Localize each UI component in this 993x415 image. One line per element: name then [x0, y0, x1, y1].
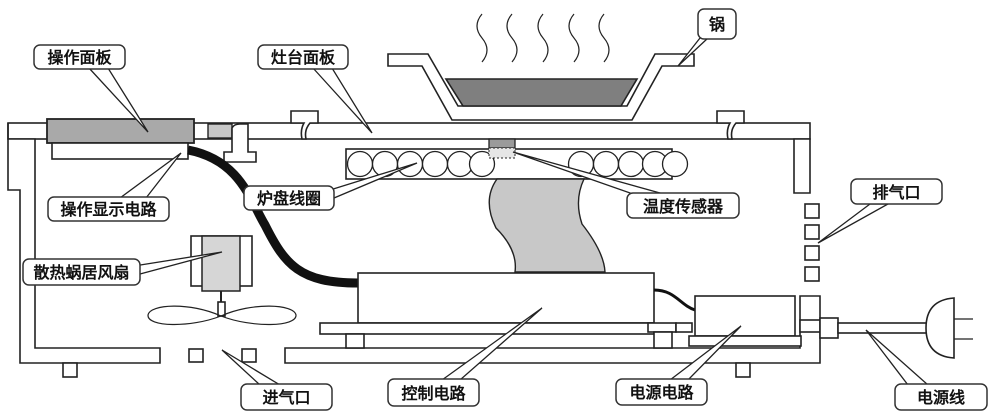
vent-slot: [804, 203, 820, 219]
steam-lines: [476, 13, 610, 63]
cord-bushing: [799, 319, 821, 333]
vent-slot: [241, 348, 257, 363]
steam-line: [598, 13, 610, 63]
label-operation-panel-text: 操作面板: [47, 48, 112, 67]
label-temp-sensor: 温度传感器: [626, 192, 740, 219]
label-operation-panel: 操作面板: [33, 44, 126, 70]
coil-winding: [396, 150, 424, 178]
label-exhaust: 排气口: [850, 178, 943, 205]
label-stove-panel: 灶台面板: [257, 44, 349, 70]
left-wall: [7, 123, 161, 364]
plug: [925, 297, 955, 359]
intake-vents: [188, 348, 257, 363]
power-board-base: [688, 335, 802, 347]
label-power-circuit: 电源电路: [615, 378, 708, 406]
temperature-sensor-probe: [488, 147, 516, 159]
steam-line: [568, 13, 580, 63]
leader-exhaust: [817, 203, 891, 244]
label-display-circuit-text: 操作显示电路: [60, 200, 157, 219]
ribbon-cable: [187, 145, 359, 288]
label-temp-sensor-text: 温度传感器: [642, 197, 724, 216]
control-board-base: [319, 322, 655, 335]
foot: [62, 362, 78, 378]
coil-winding: [661, 150, 689, 178]
label-control-circuit-text: 控制电路: [401, 384, 466, 403]
label-power-circuit-text: 电源电路: [629, 383, 694, 402]
panel-clip: [290, 110, 319, 140]
heatsink: [488, 178, 606, 273]
temperature-sensor: [488, 138, 516, 149]
bottom-plate: [284, 295, 821, 364]
label-pot: 锅: [697, 8, 737, 40]
fan-motor: [201, 235, 241, 292]
vent-slot: [188, 348, 204, 363]
coil-winding: [468, 150, 496, 178]
label-fan: 散热蜗居风扇: [22, 258, 141, 286]
label-power-cord-text: 电源线: [917, 388, 965, 407]
foot: [735, 362, 751, 378]
label-fan-text: 散热蜗居风扇: [33, 263, 129, 282]
label-coil-text: 炉盘线圈: [257, 189, 321, 208]
fan-blade: [147, 305, 223, 326]
coil-winding: [421, 150, 449, 178]
coil-winding: [592, 150, 620, 178]
standoff: [675, 322, 693, 333]
exhaust-vents: [804, 203, 820, 282]
label-control-circuit: 控制电路: [387, 378, 480, 407]
standoff: [653, 331, 673, 349]
coil-winding: [446, 150, 474, 178]
coil-winding: [617, 150, 645, 178]
operation-panel: [46, 118, 195, 144]
vent-slot: [804, 224, 820, 240]
standoff: [647, 322, 677, 333]
pot-contents: [444, 78, 639, 107]
label-power-cord: 电源线: [894, 383, 988, 411]
label-exhaust-text: 排气口: [872, 183, 920, 202]
steam-line: [476, 13, 488, 63]
fan-blade: [219, 305, 297, 326]
label-intake-text: 进气口: [262, 388, 310, 407]
power-circuit-board: [694, 295, 796, 337]
fan-hub: [217, 301, 226, 317]
label-stove-panel-text: 灶台面板: [271, 48, 336, 67]
vent-slot: [804, 245, 820, 261]
cooling-fan: [147, 235, 297, 326]
steam-line: [537, 13, 549, 63]
display-circuit-board: [51, 142, 189, 160]
pot: [387, 53, 695, 121]
standoff: [345, 333, 365, 349]
panel-clip: [716, 110, 745, 140]
panel-insert: [207, 123, 233, 139]
label-display-circuit: 操作显示电路: [47, 196, 170, 222]
cord-grommet: [819, 317, 839, 339]
vent-slot: [804, 266, 820, 282]
power-wire: [653, 288, 696, 312]
steam-line: [506, 13, 518, 63]
label-intake: 进气口: [240, 383, 333, 411]
coil-winding: [346, 150, 374, 178]
control-circuit-board: [357, 272, 655, 324]
panel-bracket: [223, 123, 257, 163]
leader-power-cord: [865, 329, 930, 386]
power-cord: [837, 322, 935, 334]
label-pot-text: 锅: [709, 15, 725, 34]
label-coil: 炉盘线圈: [243, 185, 335, 211]
right-wall-upper: [793, 138, 811, 194]
